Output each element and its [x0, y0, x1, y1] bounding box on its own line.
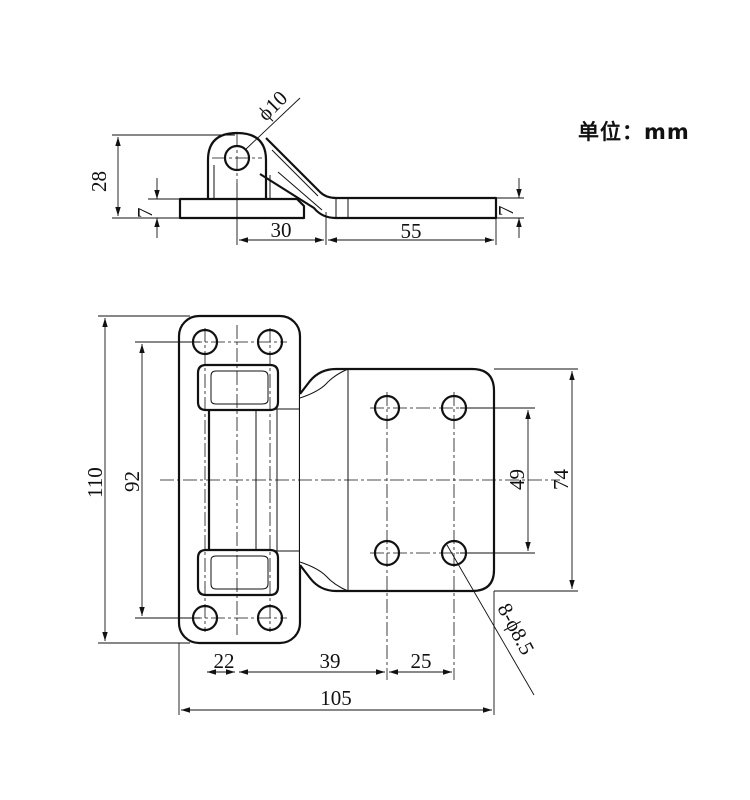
dim-phi10: ϕ10: [253, 86, 293, 126]
side-base-flange: [178, 197, 306, 220]
dim-7-right: 7: [494, 206, 518, 217]
side-sloped-leaf: [259, 137, 498, 220]
dim-110: 110: [83, 467, 107, 498]
dim-49: 49: [505, 469, 529, 490]
dim-74: 74: [549, 469, 573, 491]
dim-92: 92: [120, 471, 144, 492]
dim-105: 105: [320, 686, 352, 710]
dim-hole-callout: 8-ϕ8.5: [493, 599, 540, 659]
dim-55: 55: [401, 219, 422, 243]
side-view: ϕ10 28 7 7 30 55: [87, 86, 524, 245]
dim-30: 30: [271, 218, 292, 242]
dim-39: 39: [320, 649, 341, 673]
dim-22: 22: [214, 649, 235, 673]
unit-label: 单位：mm: [578, 120, 690, 144]
lower-knuckle: [196, 548, 280, 597]
upper-knuckle: [196, 363, 280, 412]
dim-25: 25: [411, 649, 432, 673]
dim-28: 28: [87, 171, 111, 192]
top-view: 110 92 49 74 22 39 25 105 8-ϕ8.5: [83, 314, 578, 715]
dim-7-left: 7: [133, 208, 157, 219]
